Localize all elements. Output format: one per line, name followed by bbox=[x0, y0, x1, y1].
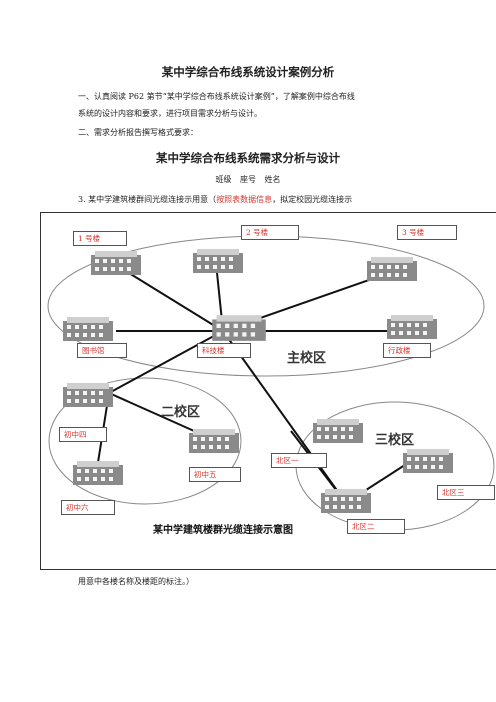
label-cz5: 初中五 bbox=[189, 467, 241, 482]
item-3-suffix: ，拟定校园光缆连接示 bbox=[272, 195, 353, 204]
paragraph-2: 二、需求分析报告撰写格式要求： bbox=[78, 128, 198, 137]
label-building-2: 2 号楼 bbox=[241, 225, 299, 240]
label-cz4: 初中四 bbox=[59, 427, 107, 442]
label-bq1: 北区一 bbox=[271, 453, 327, 468]
paragraph-1-line-1: 一、认真阅读 P62 第节“某中学综合布线系统设计案例”，了解案例中综合布线 bbox=[78, 92, 355, 101]
label-admin: 行政楼 bbox=[383, 343, 431, 358]
cz5-building-icon bbox=[189, 429, 239, 453]
third-campus-name: 三校区 bbox=[375, 433, 415, 448]
second-campus-name: 二校区 bbox=[161, 405, 201, 420]
cz6-building-icon bbox=[73, 461, 123, 485]
building-3-icon bbox=[367, 257, 417, 281]
tech-building-icon bbox=[212, 315, 266, 341]
label-bq2: 北区二 bbox=[347, 519, 405, 534]
label-bq3: 北区三 bbox=[437, 485, 495, 500]
building-1-icon bbox=[91, 251, 141, 275]
label-building-1: 1 号楼 bbox=[73, 231, 127, 246]
link-tech-b1 bbox=[115, 264, 224, 332]
fiber-links bbox=[95, 262, 412, 504]
item-3-tail: 用意中各楼名称及楼距的标注。） bbox=[78, 577, 194, 586]
link-tech-cz4 bbox=[108, 330, 224, 394]
fiber-connection-diagram: 主校区 二校区 三校区 1 号楼 2 号楼 3 号楼 图书馆 科技楼 行政楼 初… bbox=[40, 212, 496, 570]
item-3-prefix: 3. 某中学建筑楼群间光缆连接示用意（ bbox=[78, 195, 217, 204]
paragraph-1-line-2: 系统的设计内容和要求，进行项目需求分析与设计。 bbox=[78, 109, 262, 118]
document-title: 某中学综合布线系统设计案例分析 bbox=[161, 65, 335, 79]
label-cz6: 初中六 bbox=[61, 500, 115, 515]
building-2-icon bbox=[193, 249, 243, 273]
bq2-building-icon bbox=[321, 489, 371, 513]
report-title: 某中学综合布线系统需求分析与设计 bbox=[156, 151, 340, 165]
library-building-icon bbox=[63, 317, 113, 341]
bq3-building-icon bbox=[403, 449, 453, 473]
main-campus-name: 主校区 bbox=[287, 351, 327, 366]
item-3-highlight: 按照表数据信息 bbox=[216, 195, 273, 204]
link-tech-bq2 bbox=[222, 330, 347, 504]
figure-caption: 某中学建筑楼群光缆连接示意图 bbox=[153, 525, 293, 536]
class-seat-name-line: 班级 座号 姓名 bbox=[215, 175, 281, 184]
bq1-building-icon bbox=[313, 419, 363, 443]
second-campus-ellipse bbox=[48, 377, 242, 505]
label-building-3: 3 号楼 bbox=[397, 225, 457, 240]
label-tech: 科技楼 bbox=[197, 343, 251, 358]
cz4-building-icon bbox=[63, 383, 113, 407]
admin-building-icon bbox=[387, 315, 437, 339]
item-3-text: 3. 某中学建筑楼群间光缆连接示用意（按照表数据信息，拟定校园光缆连接示 bbox=[78, 194, 352, 206]
label-library: 图书馆 bbox=[77, 343, 127, 358]
